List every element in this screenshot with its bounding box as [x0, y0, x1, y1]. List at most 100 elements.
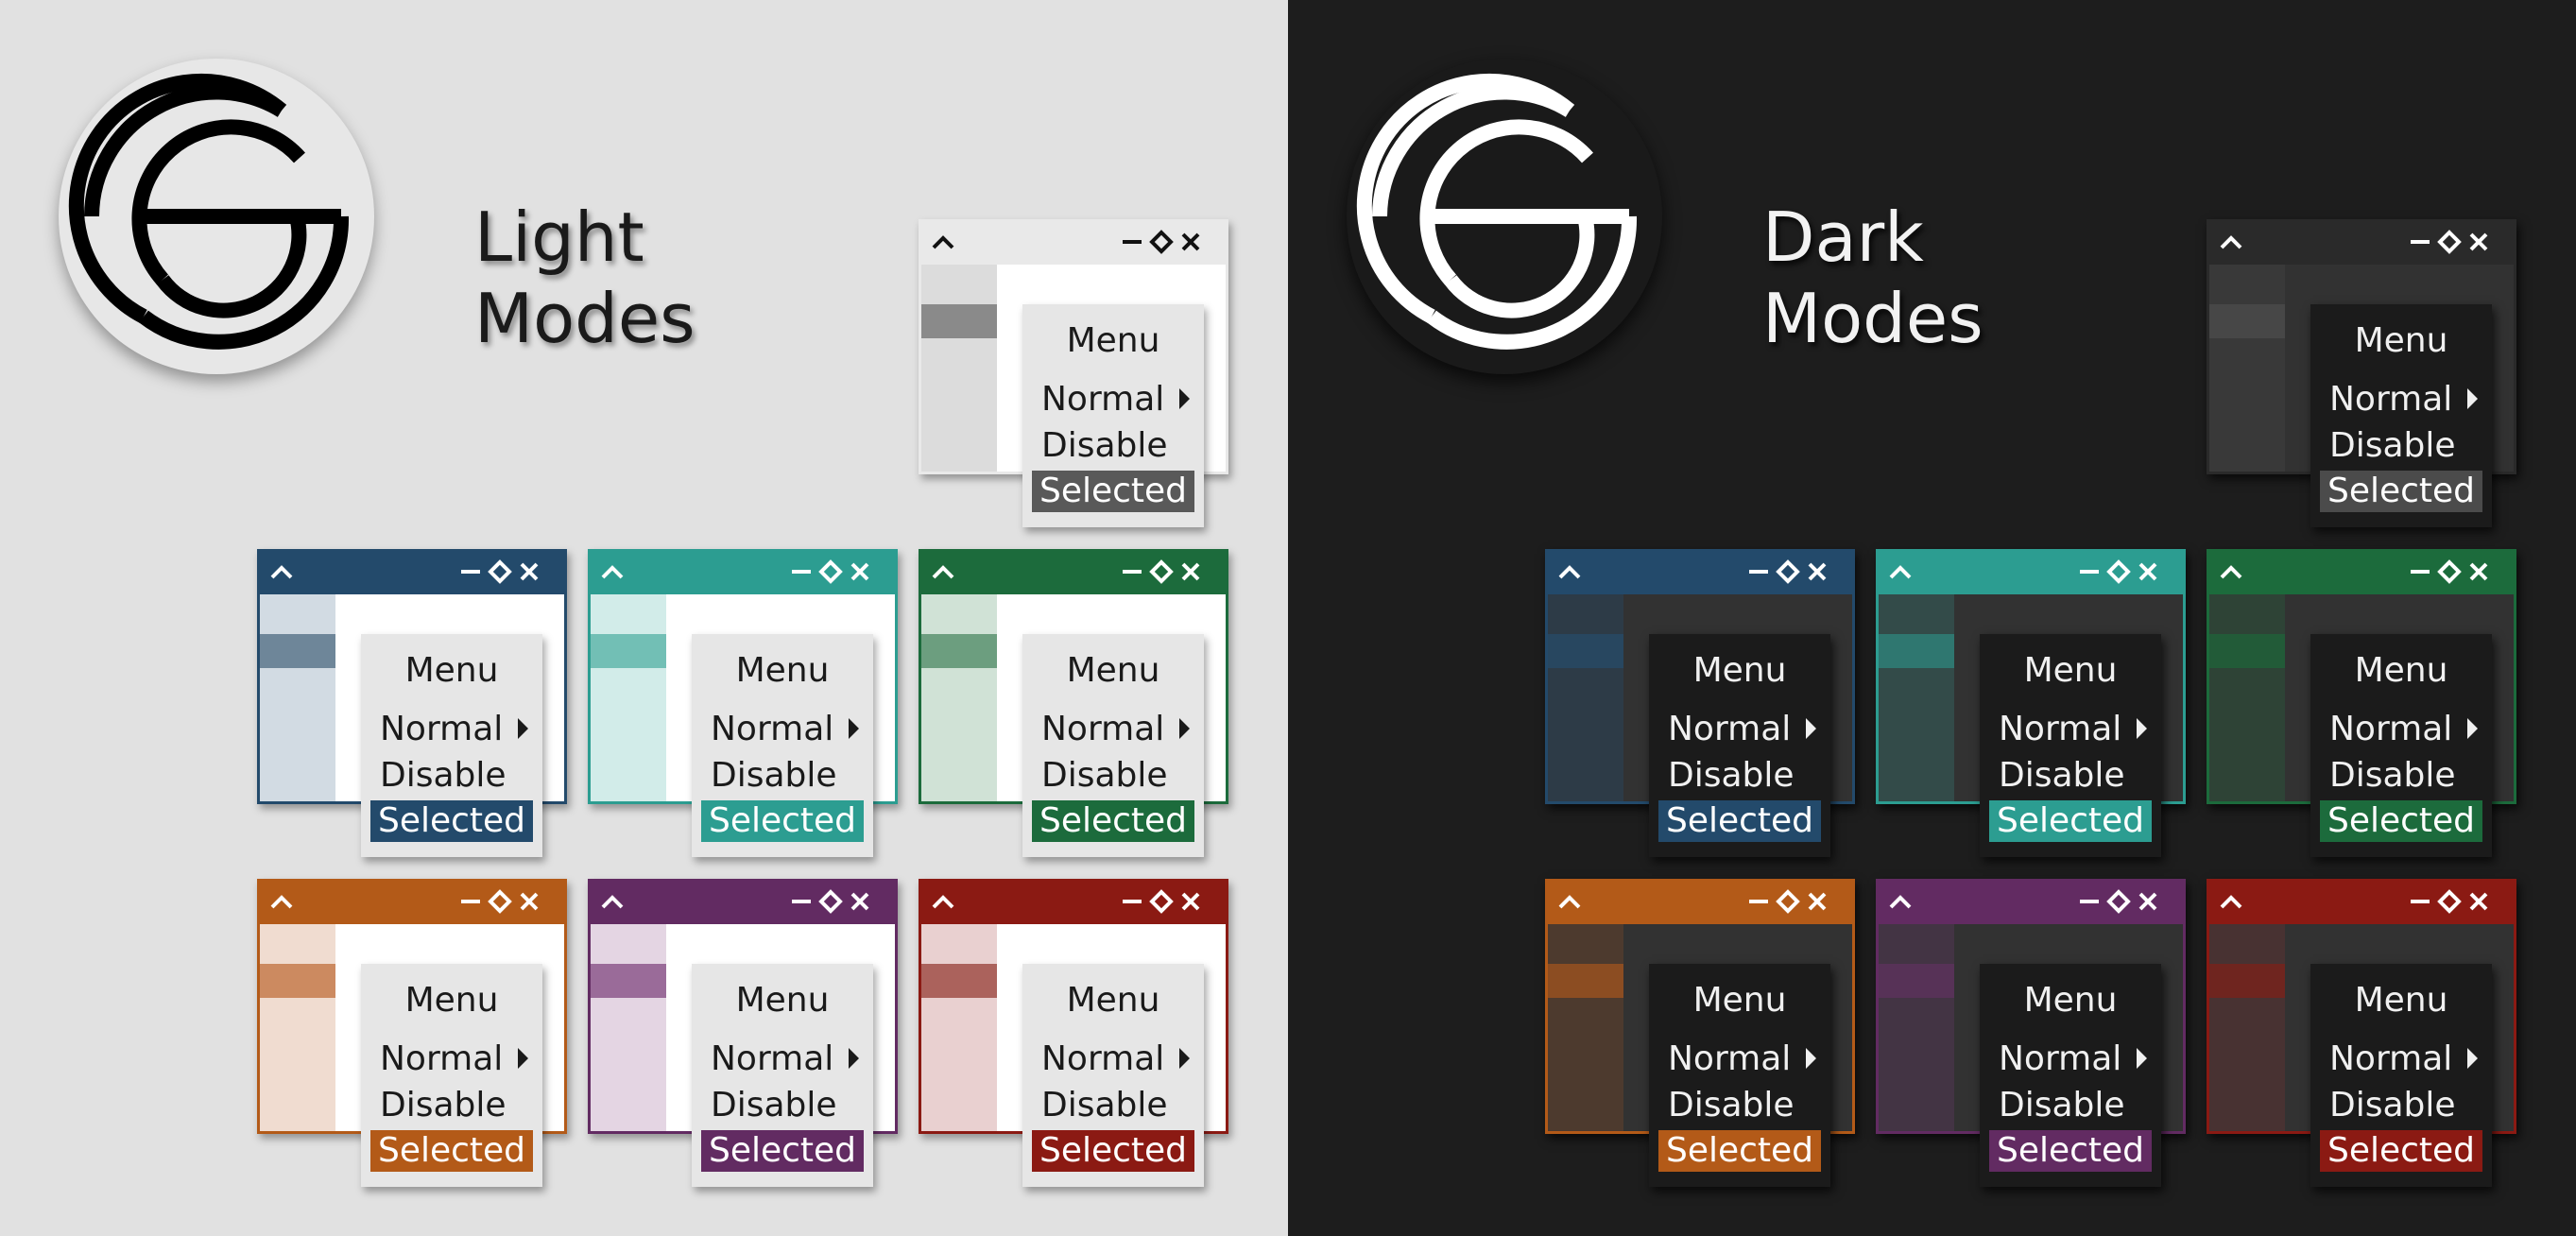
- sidebar-selected-item[interactable]: [1879, 964, 1954, 998]
- menu-item-normal[interactable]: Normal: [1999, 710, 2122, 748]
- close-icon[interactable]: [520, 562, 539, 581]
- menu-item-selected[interactable]: Selected: [1032, 1130, 1194, 1172]
- menu-item-selected[interactable]: Selected: [370, 1130, 533, 1172]
- sidebar-selected-item[interactable]: [591, 634, 666, 668]
- menu-item-selected[interactable]: Selected: [701, 800, 864, 842]
- sidebar-selected-item[interactable]: [591, 964, 666, 998]
- chevron-up-icon[interactable]: [601, 565, 624, 579]
- titlebar: [257, 879, 567, 924]
- menu-item-selected[interactable]: Selected: [2320, 471, 2482, 512]
- menu-item-normal[interactable]: Normal: [2329, 1039, 2453, 1078]
- maximize-icon[interactable]: [1776, 889, 1800, 914]
- close-icon[interactable]: [1808, 562, 1827, 581]
- chevron-up-icon[interactable]: [1889, 895, 1912, 909]
- menu-item-disable: Disable: [1668, 756, 1795, 795]
- menu-item-normal[interactable]: Normal: [380, 1039, 504, 1078]
- maximize-icon[interactable]: [818, 889, 843, 914]
- menu-item-normal[interactable]: Normal: [711, 710, 834, 748]
- chevron-up-icon[interactable]: [1558, 565, 1581, 579]
- menu-item-selected[interactable]: Selected: [1989, 800, 2152, 842]
- menu-item-selected[interactable]: Selected: [370, 800, 533, 842]
- sidebar-selected-item[interactable]: [2209, 964, 2285, 998]
- menu-item-selected[interactable]: Selected: [1658, 1130, 1821, 1172]
- close-icon[interactable]: [2469, 232, 2488, 251]
- maximize-icon[interactable]: [818, 559, 843, 584]
- chevron-up-icon[interactable]: [932, 895, 954, 909]
- chevron-up-icon[interactable]: [932, 565, 954, 579]
- chevron-up-icon[interactable]: [270, 895, 293, 909]
- menu-title: Menu: [1692, 651, 1787, 690]
- menu-item-normal[interactable]: Normal: [1041, 710, 1165, 748]
- close-icon[interactable]: [520, 892, 539, 911]
- triangle-right-icon: [2467, 718, 2478, 739]
- menu-item-selected[interactable]: Selected: [1032, 800, 1194, 842]
- menu-item-normal[interactable]: Normal: [2329, 710, 2453, 748]
- menu-item-normal[interactable]: Normal: [711, 1039, 834, 1078]
- close-icon[interactable]: [1181, 892, 1200, 911]
- triangle-right-icon: [2467, 388, 2478, 409]
- maximize-icon[interactable]: [2106, 889, 2131, 914]
- chevron-up-icon[interactable]: [270, 565, 293, 579]
- sidebar-selected-item[interactable]: [1548, 634, 1623, 668]
- chevron-up-icon[interactable]: [2220, 895, 2242, 909]
- sidebar-selected-item[interactable]: [1548, 964, 1623, 998]
- maximize-icon[interactable]: [488, 559, 512, 584]
- sidebar: [2209, 265, 2285, 472]
- maximize-icon[interactable]: [2106, 559, 2131, 584]
- menu-item-selected[interactable]: Selected: [1658, 800, 1821, 842]
- menu-item-normal[interactable]: Normal: [1668, 710, 1792, 748]
- maximize-icon[interactable]: [1149, 230, 1174, 254]
- menu-item-normal[interactable]: Normal: [1041, 380, 1165, 419]
- sidebar-selected-item[interactable]: [921, 304, 997, 338]
- sidebar-selected-item[interactable]: [260, 964, 335, 998]
- chevron-up-icon[interactable]: [1889, 565, 1912, 579]
- chevron-up-icon[interactable]: [2220, 565, 2242, 579]
- maximize-icon[interactable]: [2437, 559, 2462, 584]
- menu-item-selected[interactable]: Selected: [1032, 471, 1194, 512]
- menu-item-normal[interactable]: Normal: [1668, 1039, 1792, 1078]
- sidebar-selected-item[interactable]: [2209, 304, 2285, 338]
- sidebar-selected-item[interactable]: [2209, 634, 2285, 668]
- maximize-icon[interactable]: [1149, 889, 1174, 914]
- close-icon[interactable]: [850, 562, 869, 581]
- menu-item-disable: Disable: [1041, 1086, 1168, 1124]
- close-icon[interactable]: [2469, 892, 2488, 911]
- titlebar: [588, 549, 898, 594]
- close-icon[interactable]: [1181, 562, 1200, 581]
- chevron-up-icon[interactable]: [932, 235, 954, 249]
- chevron-up-icon[interactable]: [2220, 235, 2242, 249]
- chevron-up-icon[interactable]: [601, 895, 624, 909]
- menu-item-normal[interactable]: Normal: [2329, 380, 2453, 419]
- menu-item-normal[interactable]: Normal: [380, 710, 504, 748]
- sidebar-selected-item[interactable]: [260, 634, 335, 668]
- menu-item-normal[interactable]: Normal: [1999, 1039, 2122, 1078]
- sidebar-selected-item[interactable]: [921, 964, 997, 998]
- sidebar: [2209, 594, 2285, 801]
- sidebar: [2209, 924, 2285, 1131]
- sidebar-selected-item[interactable]: [1879, 634, 1954, 668]
- maximize-icon[interactable]: [1776, 559, 1800, 584]
- close-icon[interactable]: [850, 892, 869, 911]
- menu-item-normal[interactable]: Normal: [1041, 1039, 1165, 1078]
- maximize-icon[interactable]: [2437, 230, 2462, 254]
- close-icon[interactable]: [2138, 892, 2157, 911]
- maximize-icon[interactable]: [2437, 889, 2462, 914]
- chevron-up-icon[interactable]: [1558, 895, 1581, 909]
- menu-item-selected[interactable]: Selected: [2320, 800, 2482, 842]
- sidebar-selected-item[interactable]: [921, 634, 997, 668]
- triangle-right-icon: [1806, 718, 1816, 739]
- close-icon[interactable]: [2138, 562, 2157, 581]
- menu-item-selected[interactable]: Selected: [1989, 1130, 2152, 1172]
- menu-item-selected[interactable]: Selected: [701, 1130, 864, 1172]
- close-icon[interactable]: [1808, 892, 1827, 911]
- maximize-icon[interactable]: [488, 889, 512, 914]
- menu-item-selected[interactable]: Selected: [2320, 1130, 2482, 1172]
- close-icon[interactable]: [1181, 232, 1200, 251]
- triangle-right-icon: [1179, 718, 1190, 739]
- close-icon[interactable]: [2469, 562, 2488, 581]
- maximize-icon[interactable]: [1149, 559, 1174, 584]
- menu-item-disable: Disable: [1668, 1086, 1795, 1124]
